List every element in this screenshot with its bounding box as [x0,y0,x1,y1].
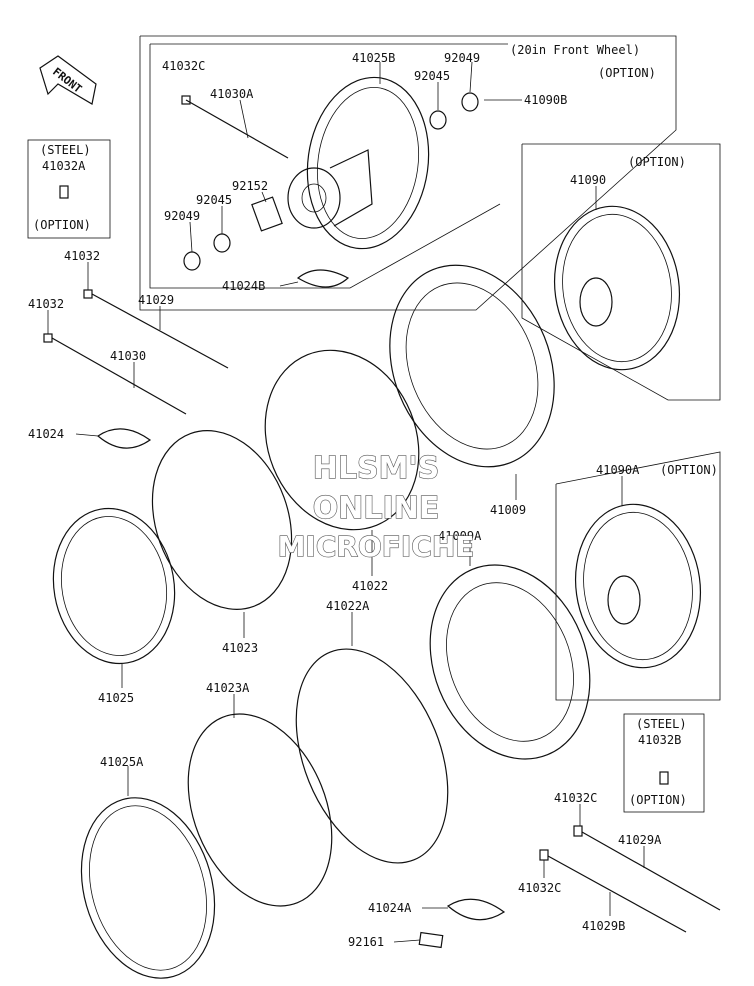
tube-41022 [264,349,420,531]
hub-front-20in [287,149,373,229]
nipple-41032-b [43,333,53,343]
rim-strip-41023 [151,430,293,610]
tire-41009 [389,264,555,468]
label-41023: 41023 [222,641,258,655]
steel-41032a-part: 41032A [42,159,86,173]
label-41024a: 41024A [368,901,412,915]
steel-41032a-bottom: (OPTION) [33,218,91,232]
rim-lock-41024b [296,269,350,288]
label-41032-b: 41032 [28,297,64,311]
label-41025: 41025 [98,691,134,705]
nipple-41032c-r2 [539,849,549,861]
front-wheel-option-box: (20in Front Wheel) (OPTION) [139,35,677,311]
label-41009: 41009 [490,503,526,517]
front-wheel-box-title: (20in Front Wheel) [510,43,640,57]
watermark-line3: MICROFICHE [278,530,475,563]
spoke-41030a [185,99,289,159]
rim-41025b [306,76,430,250]
steel-41032b-box: (STEEL) 41032B (OPTION) [623,713,705,813]
label-92045-bot: 92045 [196,193,232,207]
label-41025a: 41025A [100,755,144,769]
spoke-41029b [547,855,687,933]
nipple-41032c-r1 [573,825,583,837]
label-92045-top: 92045 [414,69,450,83]
label-92049-top: 92049 [444,51,480,65]
label-41023a: 41023A [206,681,250,695]
seal-92049-bot [183,251,201,271]
label-41090: 41090 [570,173,606,187]
label-92049-bot: 92049 [164,209,200,223]
label-41032c-top: 41032C [162,59,205,73]
label-41024: 41024 [28,427,64,441]
spoke-41029 [91,293,229,369]
steel-41032b-part: 41032B [638,733,681,747]
label-41032c-r2: 41032C [518,881,561,895]
front-wheel-box-note: (OPTION) [598,66,656,80]
steel-41032b-bottom: (OPTION) [629,793,687,807]
label-41025b: 41025B [352,51,395,65]
tube-41022a [295,648,449,864]
nipple-41032c-top [181,95,191,105]
label-41022: 41022 [352,579,388,593]
nipple-41032a [59,185,69,199]
watermark-line2: ONLINE [313,491,440,526]
label-41029: 41029 [138,293,174,307]
label-92161: 92161 [348,935,384,949]
rim-41025 [52,507,176,665]
label-41032c-r1: 41032C [554,791,597,805]
wheel-41090-option-box: (OPTION) [521,143,721,401]
rim-41025a [80,797,216,979]
steel-41032a-top: (STEEL) [40,143,91,157]
wheel-41090a-box-note: (OPTION) [660,463,718,477]
wheel-41090 [553,205,681,371]
watermark: HLSM'S ONLINE MICROFICHE [277,450,475,563]
label-41090b: 41090B [524,93,567,107]
label-41009a: 41009A [438,529,482,543]
tire-41009a [429,564,591,760]
label-41029b: 41029B [582,919,625,933]
label-41030: 41030 [110,349,146,363]
label-41024b: 41024B [222,279,265,293]
spoke-41030 [51,337,187,415]
steel-41032a-box: (STEEL) 41032A (OPTION) [27,139,111,239]
label-41032-a: 41032 [64,249,100,263]
watermark-line1: HLSM'S [313,451,439,486]
front-arrow-icon: FRONT [39,55,97,105]
nipple-41032b [659,771,669,785]
label-92152: 92152 [232,179,268,193]
steel-41032b-top: (STEEL) [636,717,687,731]
front-arrow-label: FRONT [50,65,84,96]
seal-92049-top [461,92,479,112]
wheel-41090a [574,503,702,669]
label-41022a: 41022A [326,599,370,613]
wheel-41090-box-note: (OPTION) [628,155,686,169]
spoke-41029a [581,831,721,911]
nipple-41032-a [83,289,93,299]
bearing-92045-bot [213,233,231,253]
spacer-92152 [251,196,283,232]
rim-strip-41023a [187,713,333,907]
label-41029a: 41029A [618,833,662,847]
leader-lines [47,61,645,943]
rim-lock-41024a [446,898,506,921]
part-labels: 41032C 41030A 41025B 92049 92045 41090B … [28,51,662,949]
rim-lock-41024 [97,428,152,449]
label-41090a: 41090A [596,463,640,477]
label-41030a: 41030A [210,87,254,101]
wheel-41090a-option-box: (OPTION) [555,451,721,701]
pad-92161 [418,931,444,949]
bearing-92045-top [429,110,447,130]
